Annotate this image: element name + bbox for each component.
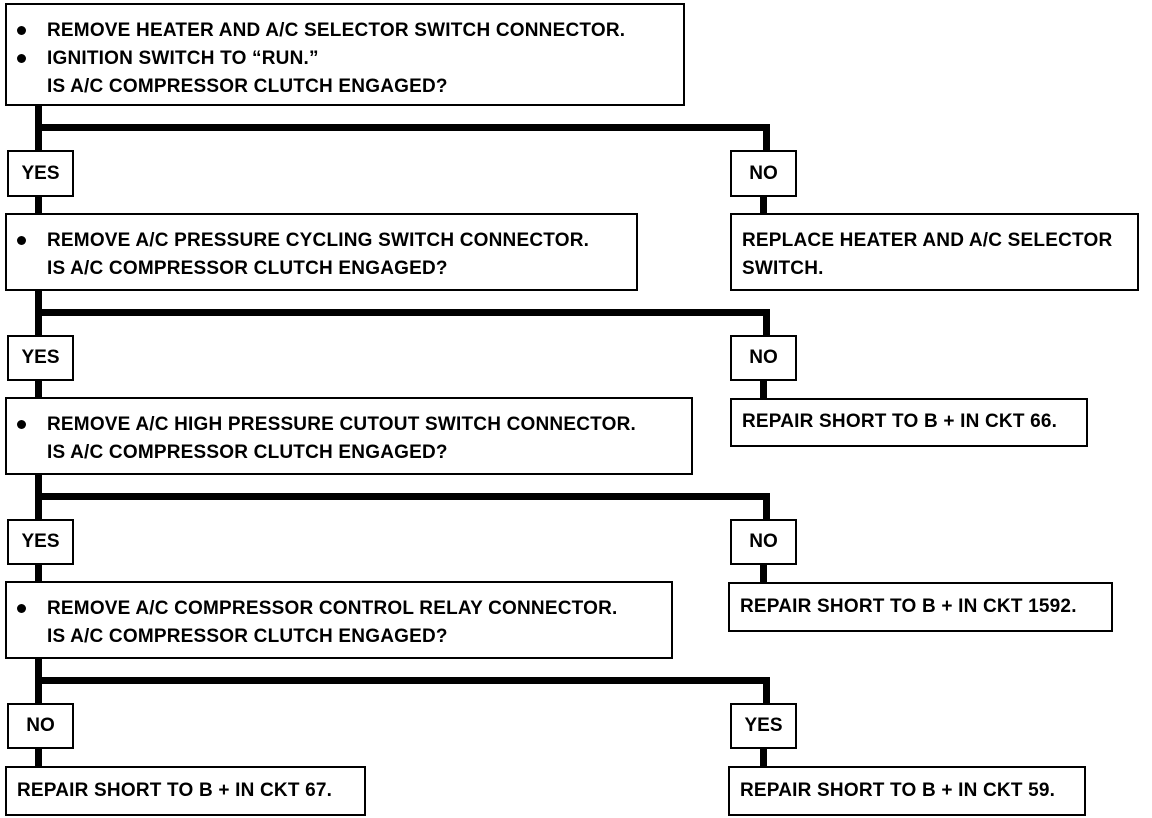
step4-bullet-text: REMOVE A/C COMPRESSOR CONTROL RELAY CONN… xyxy=(47,598,618,619)
step1-no-result-line: REPLACE HEATER AND A/C SELECTOR xyxy=(742,230,1113,251)
step2-no-result-text: REPAIR SHORT TO B + IN CKT 66. xyxy=(742,411,1058,432)
connector-line xyxy=(35,493,770,500)
connector-line xyxy=(35,677,770,684)
step4-yes-result-box: REPAIR SHORT TO B + IN CKT 59. xyxy=(728,766,1086,816)
step4-no-label: NO xyxy=(7,703,74,749)
step3-box: REMOVE A/C HIGH PRESSURE CUTOUT SWITCH C… xyxy=(5,397,693,475)
step4-no-result-box: REPAIR SHORT TO B + IN CKT 67. xyxy=(5,766,366,816)
bullet-icon xyxy=(17,54,26,63)
step3-no-label: NO xyxy=(730,519,797,565)
step2-question: IS A/C COMPRESSOR CLUTCH ENGAGED? xyxy=(47,258,448,279)
step1-bullet-2: IGNITION SWITCH TO “RUN.” xyxy=(7,45,683,73)
bullet-icon xyxy=(17,26,26,35)
connector-line xyxy=(760,564,767,582)
step1-no-label: NO xyxy=(730,150,797,197)
step3-bullet-text: REMOVE A/C HIGH PRESSURE CUTOUT SWITCH C… xyxy=(47,414,636,435)
step2-yes-label: YES xyxy=(7,335,74,381)
step4-yes-result-text: REPAIR SHORT TO B + IN CKT 59. xyxy=(740,780,1056,801)
step4-box: REMOVE A/C COMPRESSOR CONTROL RELAY CONN… xyxy=(5,581,673,659)
step1-bullet-text: REMOVE HEATER AND A/C SELECTOR SWITCH CO… xyxy=(47,20,626,41)
step3-yes-label: YES xyxy=(7,519,74,565)
step1-no-result-line: SWITCH. xyxy=(742,258,824,279)
connector-line xyxy=(35,748,42,766)
connector-line xyxy=(760,748,767,766)
step1-yes-label: YES xyxy=(7,150,74,197)
bullet-icon xyxy=(17,420,26,429)
connector-line xyxy=(763,124,770,150)
connector-line xyxy=(763,309,770,335)
step1-bullet-text: IGNITION SWITCH TO “RUN.” xyxy=(47,48,319,69)
connector-line xyxy=(35,380,42,398)
connector-line xyxy=(760,380,767,398)
connector-line xyxy=(763,677,770,703)
step2-bullet-text: REMOVE A/C PRESSURE CYCLING SWITCH CONNE… xyxy=(47,230,590,251)
step3-no-result-text: REPAIR SHORT TO B + IN CKT 1592. xyxy=(740,596,1077,617)
bullet-icon xyxy=(17,236,26,245)
step4-question: IS A/C COMPRESSOR CLUTCH ENGAGED? xyxy=(47,626,448,647)
step3-question: IS A/C COMPRESSOR CLUTCH ENGAGED? xyxy=(47,442,448,463)
step1-no-result-box: REPLACE HEATER AND A/C SELECTOR SWITCH. xyxy=(730,213,1139,291)
step2-box: REMOVE A/C PRESSURE CYCLING SWITCH CONNE… xyxy=(5,213,638,291)
step3-no-result-box: REPAIR SHORT TO B + IN CKT 1592. xyxy=(728,582,1113,632)
step1-question: IS A/C COMPRESSOR CLUTCH ENGAGED? xyxy=(47,76,448,97)
step4-no-result-text: REPAIR SHORT TO B + IN CKT 67. xyxy=(17,780,333,801)
connector-line xyxy=(35,564,42,582)
step2-bullet-1: REMOVE A/C PRESSURE CYCLING SWITCH CONNE… xyxy=(7,227,636,255)
step2-no-label: NO xyxy=(730,335,797,381)
connector-line xyxy=(763,493,770,519)
step1-box: REMOVE HEATER AND A/C SELECTOR SWITCH CO… xyxy=(5,3,685,106)
step2-no-result-box: REPAIR SHORT TO B + IN CKT 66. xyxy=(730,398,1088,447)
step4-bullet-1: REMOVE A/C COMPRESSOR CONTROL RELAY CONN… xyxy=(7,595,671,623)
connector-line xyxy=(35,309,770,316)
connector-line xyxy=(35,124,770,131)
step4-yes-label: YES xyxy=(730,703,797,749)
step1-bullet-1: REMOVE HEATER AND A/C SELECTOR SWITCH CO… xyxy=(7,17,683,45)
step3-bullet-1: REMOVE A/C HIGH PRESSURE CUTOUT SWITCH C… xyxy=(7,411,691,439)
connector-line xyxy=(35,196,42,214)
bullet-icon xyxy=(17,604,26,613)
connector-line xyxy=(760,196,767,214)
